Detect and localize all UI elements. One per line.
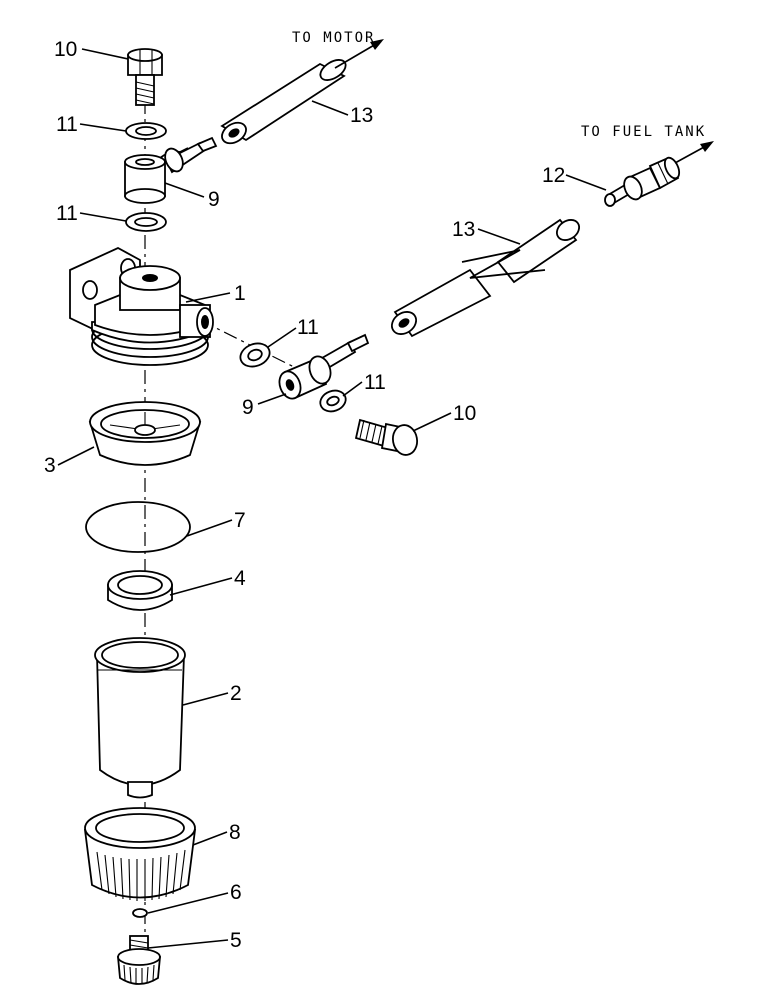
to-fuel-tank-arrow [674, 141, 714, 164]
callout-11-top: 11 [56, 113, 78, 136]
to-fuel-tank-label: TO FUEL TANK [581, 124, 706, 140]
callout-11-right-a: 11 [297, 316, 319, 339]
callout-10-top: 10 [54, 38, 77, 61]
callout-12: 12 [542, 164, 565, 187]
part-8-retaining-nut [83, 807, 197, 901]
part-11-washer-right-b [319, 389, 347, 413]
callout-8: 8 [229, 821, 241, 844]
part-10-banjo-bolt-top [127, 48, 163, 106]
callout-7: 7 [234, 509, 246, 532]
callout-2: 2 [230, 682, 242, 705]
part-5-drain-plug [117, 935, 161, 985]
part-6-small-washer [132, 908, 148, 918]
part-11-washer-right-a [239, 342, 271, 368]
callout-3: 3 [44, 454, 56, 477]
callout-11-right-b: 11 [364, 371, 386, 394]
callout-11-mid: 11 [56, 202, 78, 225]
callout-4: 4 [234, 567, 246, 590]
part-9-banjo-right [278, 333, 370, 400]
part-7-o-ring [85, 501, 191, 553]
part-3-element-cup [88, 401, 202, 466]
callout-13-top: 13 [350, 104, 373, 127]
leader-lines [57, 48, 607, 949]
part-9-banjo-top [124, 136, 218, 204]
part-13-hose-right [391, 218, 581, 338]
callout-9-right: 9 [242, 396, 254, 419]
callout-1: 1 [234, 282, 246, 305]
callout-10-right: 10 [453, 402, 476, 425]
part-1-filter-head [69, 246, 214, 366]
callout-9-top: 9 [208, 188, 220, 211]
part-12-tank-fitting [604, 156, 681, 207]
part-10-banjo-bolt-right [354, 418, 419, 456]
to-motor-label: TO MOTOR [292, 30, 375, 46]
part-13-hose-top [220, 59, 347, 145]
part-2-filter-bowl [94, 637, 186, 799]
part-11-washer-mid [125, 212, 167, 232]
part-11-washer-top [125, 122, 167, 140]
callout-5: 5 [230, 929, 242, 952]
part-4-seal-ring [107, 570, 173, 611]
to-motor-arrow [334, 39, 384, 69]
callout-13-right: 13 [452, 218, 475, 241]
callout-6: 6 [230, 881, 242, 904]
